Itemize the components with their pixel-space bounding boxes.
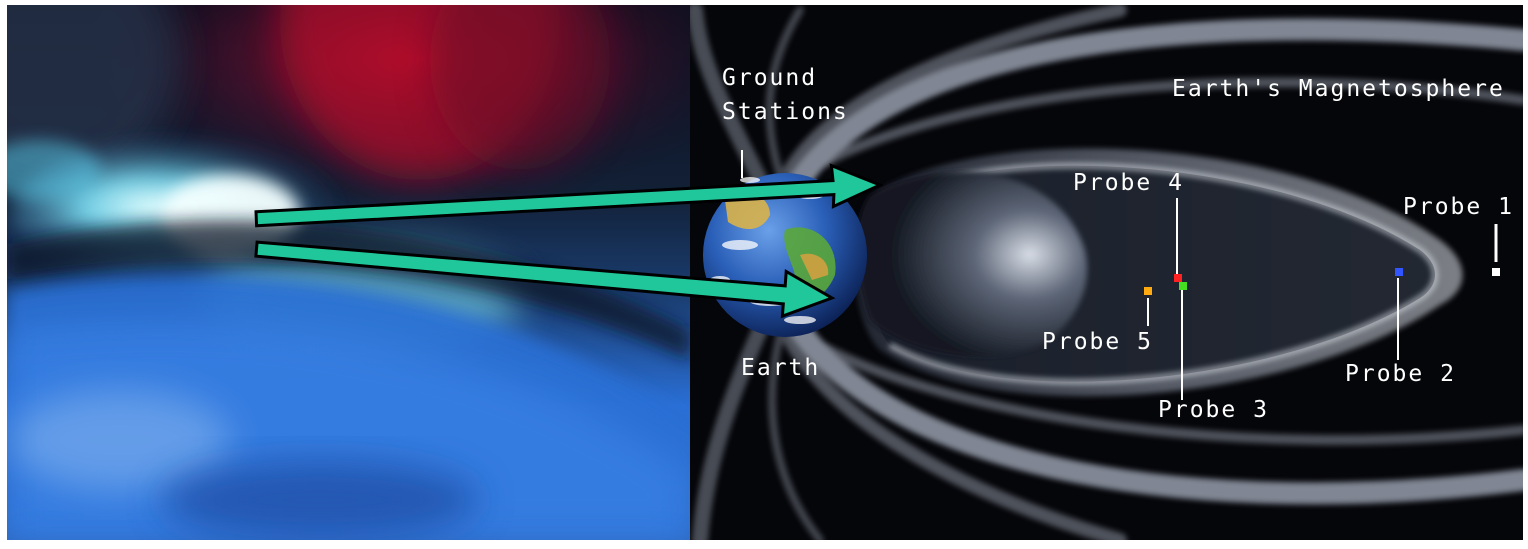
ground-stations-label-line1: Ground <box>722 65 818 91</box>
probe-1-label: Probe 1 <box>1403 194 1514 220</box>
diagram-title: Earth's Magnetosphere <box>1172 76 1505 102</box>
probe-5-marker <box>1144 287 1152 295</box>
earth-label: Earth <box>741 355 821 381</box>
arrow-lower <box>254 240 836 319</box>
arrow-upper <box>254 163 884 228</box>
probe-4-label: Probe 4 <box>1073 170 1184 196</box>
probe-2-label: Probe 2 <box>1345 361 1456 387</box>
arrows <box>254 163 884 319</box>
magnetosphere-illustration <box>690 5 1523 540</box>
probe-3-marker <box>1179 282 1187 290</box>
ground-stations-label-line2: Stations <box>722 99 849 125</box>
probe-1-marker <box>1492 268 1500 276</box>
probe-3-label: Probe 3 <box>1158 397 1269 423</box>
probe-2-marker <box>1395 268 1403 276</box>
probe-4-marker <box>1174 274 1182 282</box>
probe-5-label: Probe 5 <box>1042 329 1153 355</box>
